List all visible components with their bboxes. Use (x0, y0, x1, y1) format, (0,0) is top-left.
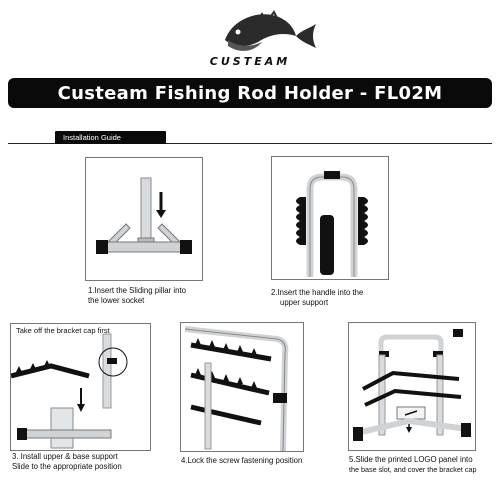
step2-caption-line1: 2.Insert the handle into the (271, 288, 364, 297)
step2-image (271, 156, 389, 280)
step3-caption-line2: Slide to the appropriate position (12, 462, 122, 471)
step5-caption-line2: the base slot, and cover the bracket cap (349, 465, 477, 474)
step2-caption-line2: upper support (280, 298, 329, 307)
step3-note: Take off the bracket cap first (16, 326, 110, 335)
step5-image (348, 322, 476, 451)
step3-caption-line1: 3. Install upper & base support (12, 452, 118, 461)
guide-divider (8, 143, 492, 144)
step4-caption: 4.Lock the screw fastening position (181, 456, 303, 465)
fish-logo-icon (225, 10, 316, 51)
step4-image (180, 322, 304, 452)
upper-base-support-illustration (10, 333, 128, 449)
logo-panel-illustration (353, 329, 471, 441)
brand-wordmark: CUSTEAM (209, 55, 291, 68)
installation-guide-tab: Installation Guide (55, 131, 166, 144)
step1-image (85, 157, 203, 281)
step1-caption-line2: the lower socket (88, 296, 145, 305)
title-bar: Custeam Fishing Rod Holder - FL02M (8, 78, 492, 108)
screw-fastening-illustration (184, 326, 289, 452)
step3-image (10, 323, 151, 451)
step1-caption-line1: 1.Insert the Sliding pillar into (88, 286, 186, 295)
handle-illustration (296, 171, 368, 277)
step5-caption-line1: 5.Slide the printed LOGO panel into (349, 455, 473, 464)
sliding-pillar-illustration (96, 177, 192, 254)
page-title: Custeam Fishing Rod Holder - FL02M (57, 82, 443, 104)
